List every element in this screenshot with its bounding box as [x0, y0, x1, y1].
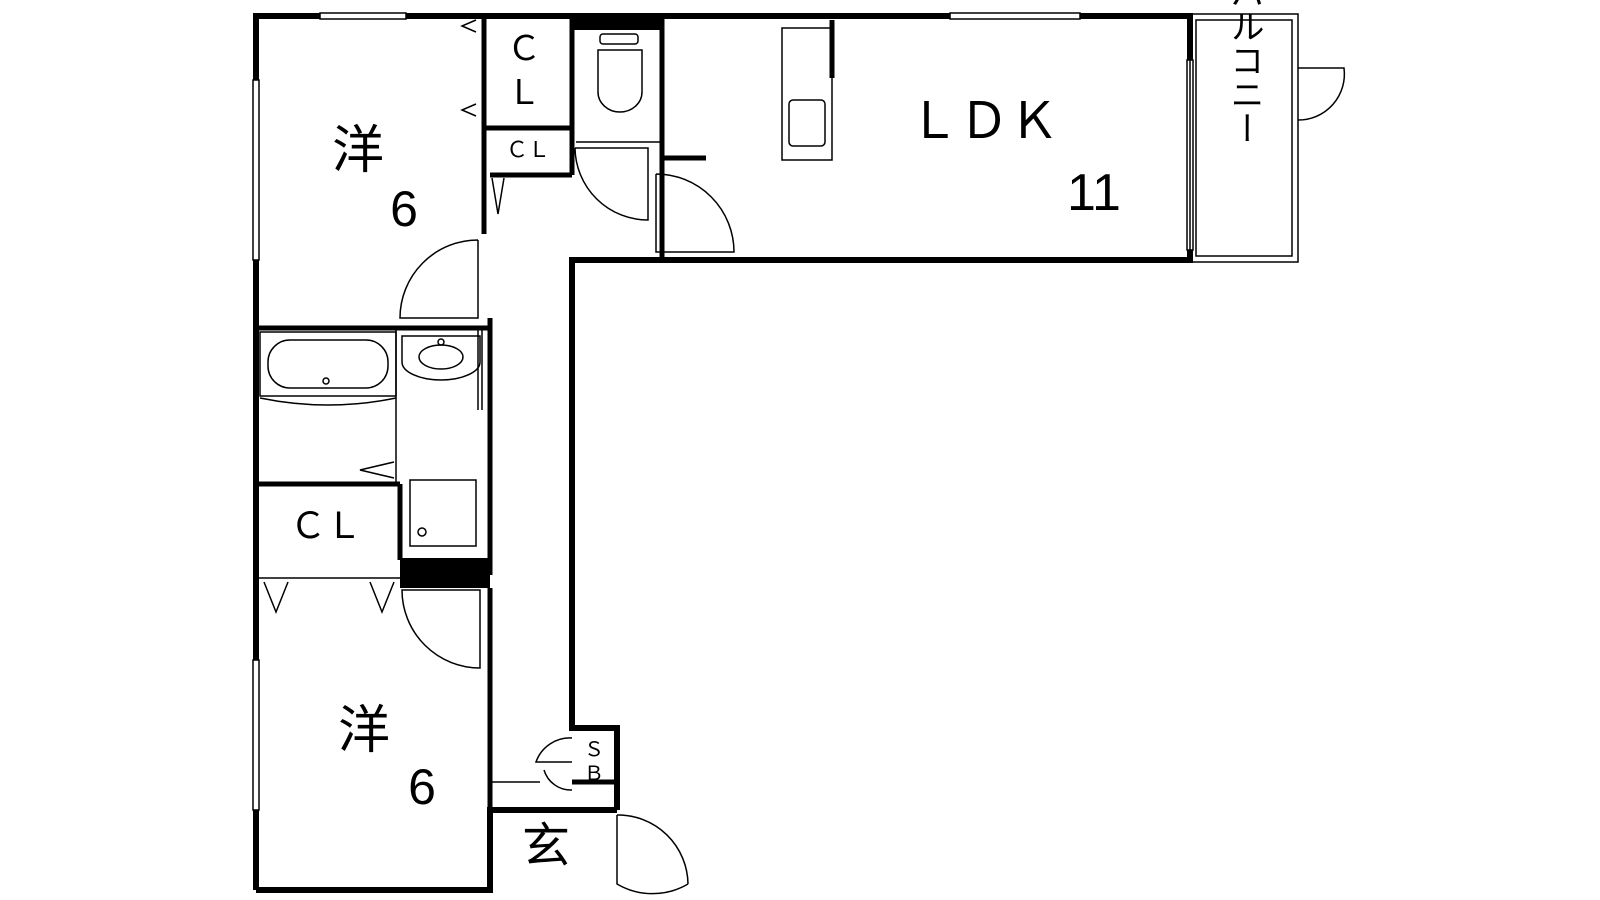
western-room-lower-label: 洋 — [338, 701, 390, 761]
bathtub — [259, 328, 397, 484]
pillars — [400, 16, 662, 588]
doors — [399, 147, 735, 895]
shoe-box-label-top: Ｓ — [584, 737, 604, 761]
washing-machine-pan — [409, 479, 477, 547]
closet-upper-label-bottom: Ｌ — [507, 73, 541, 113]
entrance-label: 玄 — [522, 818, 570, 874]
balcony-door-swing — [1297, 67, 1346, 121]
ldk-label: ＬＤＫ — [909, 92, 1059, 150]
balcony — [1189, 13, 1299, 263]
shoe-box-label-bottom: Ｂ — [584, 761, 604, 785]
ldk-size: 11 — [1067, 164, 1121, 222]
closet-doors — [256, 19, 505, 615]
toilet — [576, 33, 660, 143]
closet-upper-label-top: Ｃ — [507, 29, 541, 69]
sliding-door-bath — [477, 330, 483, 410]
washbasin — [401, 335, 481, 381]
western-room-upper-size: 6 — [390, 181, 418, 237]
kitchen-counter — [781, 27, 833, 161]
closet-middle-label: ＣＬ — [290, 506, 362, 547]
western-room-lower-size: 6 — [408, 759, 436, 815]
western-room-upper-label: 洋 — [332, 121, 384, 181]
balcony-label: バルコニー — [1224, 0, 1264, 145]
closet-upper-small-label: ＣＬ — [506, 138, 550, 163]
